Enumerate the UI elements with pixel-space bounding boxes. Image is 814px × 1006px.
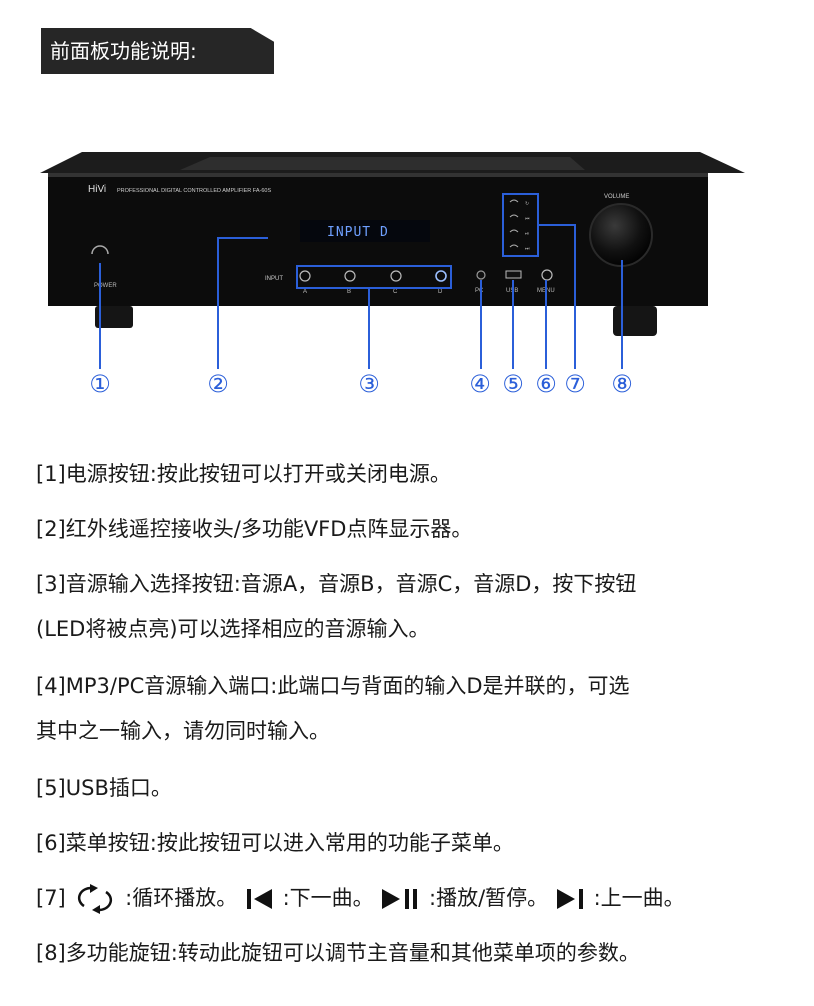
description-3: [3]音源输入选择按钮:音源A，音源B，音源C，音源D，按下按钮 (LED将被点… xyxy=(36,562,796,652)
section-title: 前面板功能说明: xyxy=(41,28,274,74)
play-pause-icon xyxy=(382,889,418,909)
description-7-next-text: :上一曲。 xyxy=(593,886,685,910)
next-button[interactable] xyxy=(509,244,519,248)
input-button-d[interactable]: D xyxy=(435,270,447,295)
callout-lines xyxy=(99,193,623,369)
callout-8: ⑧ xyxy=(611,370,633,398)
repeat-glyph-icon: ↻ xyxy=(525,201,529,207)
vfd-display xyxy=(300,220,430,242)
prev-glyph-icon: ⏮ xyxy=(525,216,530,222)
brand-logo: HiVi xyxy=(88,184,106,195)
model-text: PROFESSIONAL DIGITAL CONTROLLED AMPLIFIE… xyxy=(117,188,271,194)
input-a-label: A xyxy=(303,289,307,295)
vfd-text: INPUT D xyxy=(327,225,389,240)
input-label: INPUT xyxy=(265,276,283,282)
description-6: [6]菜单按钮:按此按钮可以进入常用的功能子菜单。 xyxy=(36,831,514,855)
volume-knob[interactable] xyxy=(589,203,653,267)
input-button-b[interactable]: B xyxy=(344,270,356,295)
description-1: [1]电源按钮:按此按钮可以打开或关闭电源。 xyxy=(36,462,451,486)
callout-7: ⑦ xyxy=(564,370,586,398)
power-label: POWER xyxy=(94,283,117,289)
description-7: [7] :循环播放。 :下一曲。 :播放/暂停。 :上一曲。 xyxy=(36,876,796,921)
description-7-prefix: [7] xyxy=(36,886,66,910)
pc-label: PC xyxy=(475,288,484,294)
volume-label: VOLUME xyxy=(604,194,629,200)
left-foot xyxy=(95,306,133,328)
next-glyph-icon: ⏭ xyxy=(525,246,530,252)
input-button-a[interactable]: A xyxy=(299,270,311,295)
next-track-icon xyxy=(556,889,583,909)
callout-3: ③ xyxy=(358,370,380,398)
callout-4: ④ xyxy=(469,370,491,398)
description-2: [2]红外线遥控接收头/多功能VFD点阵显示器。 xyxy=(36,517,473,541)
right-foot xyxy=(613,306,657,336)
description-7-prev-text: :下一曲。 xyxy=(282,886,374,910)
previous-track-icon xyxy=(246,889,272,909)
pc-input-jack[interactable] xyxy=(476,270,486,280)
repeat-button[interactable] xyxy=(509,199,519,203)
prev-button[interactable] xyxy=(509,214,519,218)
description-7-repeat-text: :循环播放。 xyxy=(125,886,238,910)
play-pause-glyph-icon: ⏯ xyxy=(525,231,529,237)
callout-5: ⑤ xyxy=(502,370,524,398)
callout-2: ② xyxy=(207,370,229,398)
repeat-icon xyxy=(78,884,113,914)
input-b-label: B xyxy=(347,289,351,295)
input-c-label: C xyxy=(393,289,398,295)
description-3-line-2: (LED将被点亮)可以选择相应的音源输入。 xyxy=(36,617,430,641)
description-5: [5]USB插口。 xyxy=(36,776,172,800)
description-list: [1]电源按钮:按此按钮可以打开或关闭电源。 [2]红外线遥控接收头/多功能VF… xyxy=(36,452,796,986)
play-pause-button[interactable] xyxy=(509,229,519,233)
description-4-line-2: 其中之一输入，请勿同时输入。 xyxy=(36,719,330,743)
power-button[interactable] xyxy=(91,245,109,255)
usb-port[interactable] xyxy=(505,270,522,279)
description-7-play-text: :播放/暂停。 xyxy=(429,886,549,910)
amplifier-diagram: HiVi PROFESSIONAL DIGITAL CONTROLLED AMP… xyxy=(40,152,745,398)
description-4: [4]MP3/PC音源输入端口:此端口与背面的输入D是并联的，可选 其中之一输入… xyxy=(36,664,796,754)
callout-1: ① xyxy=(89,370,111,398)
input-d-label: D xyxy=(438,289,443,295)
callout-6: ⑥ xyxy=(535,370,557,398)
amplifier-figure: HiVi PROFESSIONAL DIGITAL CONTROLLED AMP… xyxy=(0,130,814,410)
description-3-line-1: [3]音源输入选择按钮:音源A，音源B，音源C，音源D，按下按钮 xyxy=(36,572,637,596)
playback-buttons: ↻ ⏮ ⏯ ⏭ xyxy=(509,199,530,252)
description-4-line-1: [4]MP3/PC音源输入端口:此端口与背面的输入D是并联的，可选 xyxy=(36,674,630,698)
description-8: [8]多功能旋钮:转动此旋钮可以调节主音量和其他菜单项的参数。 xyxy=(36,941,640,965)
input-button-c[interactable]: C xyxy=(390,270,402,295)
